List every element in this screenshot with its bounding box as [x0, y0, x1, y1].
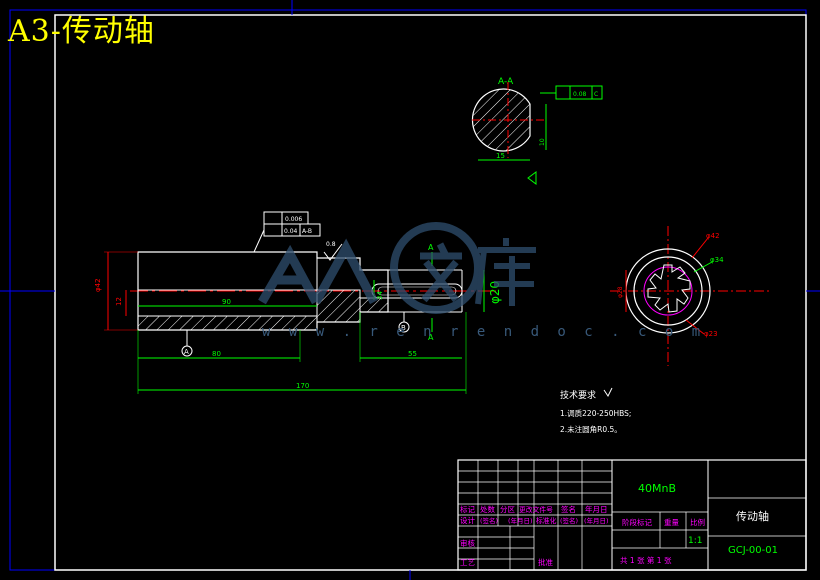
tb-label-change-doc: 更改文件号 [519, 505, 553, 514]
end-view-spline [647, 264, 691, 313]
outer-border [9, 9, 807, 571]
tb-label-mark: 标记 [460, 504, 475, 514]
roughness-value: 0.8 [326, 241, 336, 248]
tb-label-scale: 比例 [690, 517, 705, 527]
end-d23-label: φ23 [704, 330, 718, 338]
tb-label-sign-bracket: (签名) [480, 516, 498, 525]
tb-label-zone: 分区 [500, 505, 515, 514]
tb-label-process: 工艺 [460, 558, 475, 567]
dim-80-label: 80 [212, 350, 221, 358]
sheet-title: A3-传动轴 [8, 14, 155, 49]
watermark-person-2 [312, 238, 378, 305]
section-aa-view: A-A 15 10 0.08 C [471, 77, 603, 185]
section-aa-tol-value: 0.08 [573, 91, 587, 98]
tolerance-2-value: 0.04 [284, 228, 298, 235]
tolerance-2-ref: A-B [302, 228, 312, 235]
end-d34-label: φ34 [710, 256, 724, 264]
tech-notes-line1: 1.调质220-250HBS; [560, 408, 631, 418]
datum-a-label: A [184, 348, 189, 356]
watermark-wen [420, 242, 462, 303]
section-aa-shape [471, 88, 531, 152]
datum-b-label: B [401, 324, 406, 332]
section-aa-width-label: 15 [496, 152, 505, 160]
tb-label-approve: 批准 [538, 557, 553, 567]
dim-d12-label: 12 [115, 297, 123, 306]
tb-material: 40MnB [638, 482, 676, 495]
tb-part-name: 传动轴 [736, 509, 769, 523]
title-block: 标记 处数 分区 更改文件号 签名 年月日 设计 (签名) (年月日) 标准化 … [457, 459, 807, 571]
end-view-mid-circle [633, 256, 703, 326]
end-view-spline-circle [643, 266, 693, 316]
dim-90-label: 90 [222, 298, 231, 306]
watermark-logo [258, 222, 536, 314]
tb-label-weight: 重量 [664, 518, 679, 527]
tech-notes-line2: 2.未注圆角R0.5。 [560, 424, 622, 434]
watermark-ring [390, 222, 482, 314]
tb-label-date: 年月日 [585, 504, 608, 514]
tb-label-review: 审核 [460, 538, 475, 548]
roughness-symbol [323, 243, 343, 261]
tb-label-date-bracket: (年月日) [508, 516, 533, 525]
tech-notes: 技术要求 1.调质220-250HBS; 2.未注圆角R0.5。 [560, 387, 631, 434]
tb-label-count: 处数 [480, 504, 495, 514]
end-d42-leader [691, 237, 709, 259]
tb-scale-value: 1:1 [688, 536, 702, 546]
section-marker-bot: A [428, 333, 434, 342]
drawing-frame [54, 14, 807, 571]
tb-label-standardize: 标准化 [536, 516, 557, 525]
shaft-hatch-lower [137, 315, 318, 331]
tolerance-1-value: 0.006 [285, 216, 302, 223]
tech-notes-heading: 技术要求 [560, 389, 596, 401]
tb-label-design: 设计 [460, 515, 475, 525]
section-aa-depth-label: 10 [539, 138, 546, 146]
dim-d42-label: φ42 [94, 278, 102, 292]
tb-label-sign: 签名 [561, 504, 576, 514]
section-aa-datum-tri [527, 171, 537, 185]
shaft-view: φ42 12 φ20 34 90 80 55 170 A A A B [94, 211, 502, 394]
tolerance-leader [253, 229, 265, 253]
tb-label-sign-bracket-2: (签名) [560, 516, 578, 525]
tb-drawing-no: GCJ-00-01 [728, 545, 778, 556]
end-d34-leader [693, 261, 713, 273]
watermark-ku [475, 238, 536, 306]
end-view: φ42 φ34 φ28 φ23 [610, 226, 772, 366]
section-marker-top: A [428, 243, 434, 252]
end-d23-leader [685, 319, 705, 335]
tb-label-date-bracket-2: (年月日) [584, 516, 609, 525]
section-aa-label: A-A [498, 77, 514, 87]
tech-notes-roughness [603, 387, 613, 397]
watermark-person-1 [258, 244, 320, 305]
keyway-slot-inner [377, 286, 457, 296]
tb-label-sheets: 共 1 张 第 1 张 [620, 555, 672, 565]
dim-170-label: 170 [296, 382, 309, 390]
dim-55-label: 55 [408, 350, 417, 358]
datum-b-circle [398, 321, 410, 333]
watermark-url: w w w . r e n r e n d o c . c o m [262, 324, 706, 340]
dim-d34-label: 34 [376, 291, 384, 300]
section-aa-tol-datum: C [594, 91, 598, 98]
end-d28-label: φ28 [617, 286, 624, 298]
tb-label-stage-mark: 阶段标记 [622, 517, 652, 527]
end-d42-label: φ42 [706, 232, 720, 240]
datum-a-circle [181, 345, 193, 357]
